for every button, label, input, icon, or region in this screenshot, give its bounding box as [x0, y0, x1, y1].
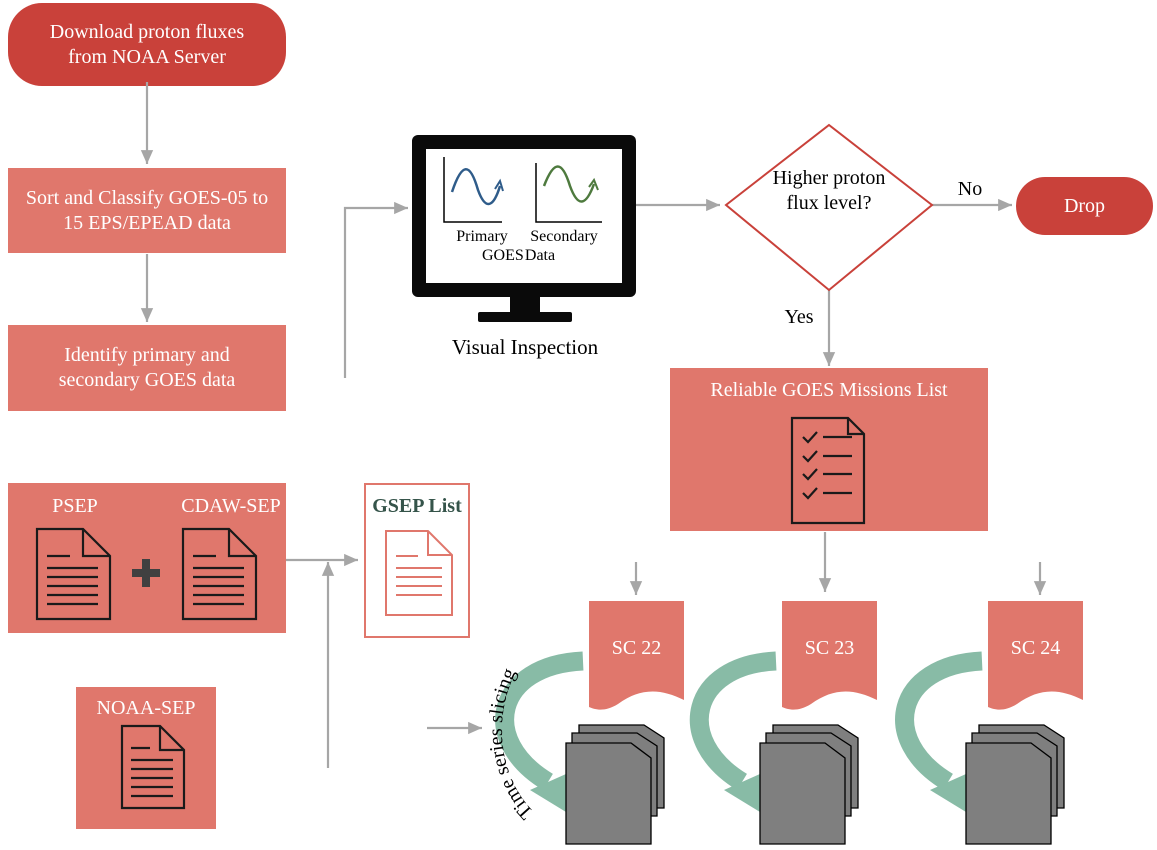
sc24-label: SC 24 [1010, 637, 1061, 659]
download-node: Download proton fluxes from NOAA Server [8, 3, 286, 86]
checklist-icon [790, 416, 866, 525]
arrow-identify-to-monitor [343, 201, 408, 378]
document-icon-gsep [385, 530, 453, 616]
identify-node: Identify primary and secondary GOES data [8, 325, 286, 411]
document-icon-cdaw [181, 527, 258, 621]
sc23-label: SC 23 [804, 637, 855, 659]
monitor-primary-label: Primary [456, 228, 508, 245]
reliable-node: Reliable GOES Missions List [670, 368, 988, 531]
connectors [140, 82, 1047, 768]
sc22-label: SC 22 [611, 637, 662, 659]
sc22-shape [589, 601, 684, 710]
identify-label: Identify primary and secondary GOES data [58, 344, 236, 391]
drop-label: Drop [1063, 194, 1106, 217]
plus-icon [132, 559, 160, 587]
monitor-icon [412, 135, 636, 322]
drop-node: Drop [1016, 177, 1153, 235]
document-icon-psep [35, 527, 112, 621]
gsep-title: GSEP List [372, 495, 462, 517]
noaa-sep-label: NOAA-SEP [96, 697, 196, 719]
reliable-label: Reliable GOES Missions List [710, 379, 948, 401]
decision-diamond [724, 123, 934, 292]
document-icon-noaa [120, 724, 186, 810]
psep-cdaw-node [8, 483, 286, 633]
psep-label: PSEP [52, 495, 98, 517]
sort-node: Sort and Classify GOES-05 to 15 EPS/EPEA… [8, 168, 286, 253]
curved-arrow-icon [495, 651, 983, 791]
monitor-goes-label: GOES [482, 247, 524, 264]
sort-label: Sort and Classify GOES-05 to 15 EPS/EPEA… [25, 186, 269, 234]
download-label: Download proton fluxes from NOAA Server [49, 20, 245, 68]
monitor-data-label: Data [524, 247, 556, 264]
yes-label: Yes [784, 306, 814, 328]
curved-arrow-heads [530, 770, 975, 812]
monitor-secondary-label: Secondary [530, 228, 598, 245]
sc24-shape [988, 601, 1083, 710]
cdaw-label: CDAW-SEP [181, 495, 281, 517]
visual-inspection-label: Visual Inspection [451, 335, 599, 359]
document-stack-icon [565, 724, 1065, 845]
sc23-shape [782, 601, 877, 710]
decision-label: Higher proton flux level? [772, 167, 886, 214]
noaa-sep-node [76, 687, 216, 829]
no-label: No [957, 178, 983, 200]
